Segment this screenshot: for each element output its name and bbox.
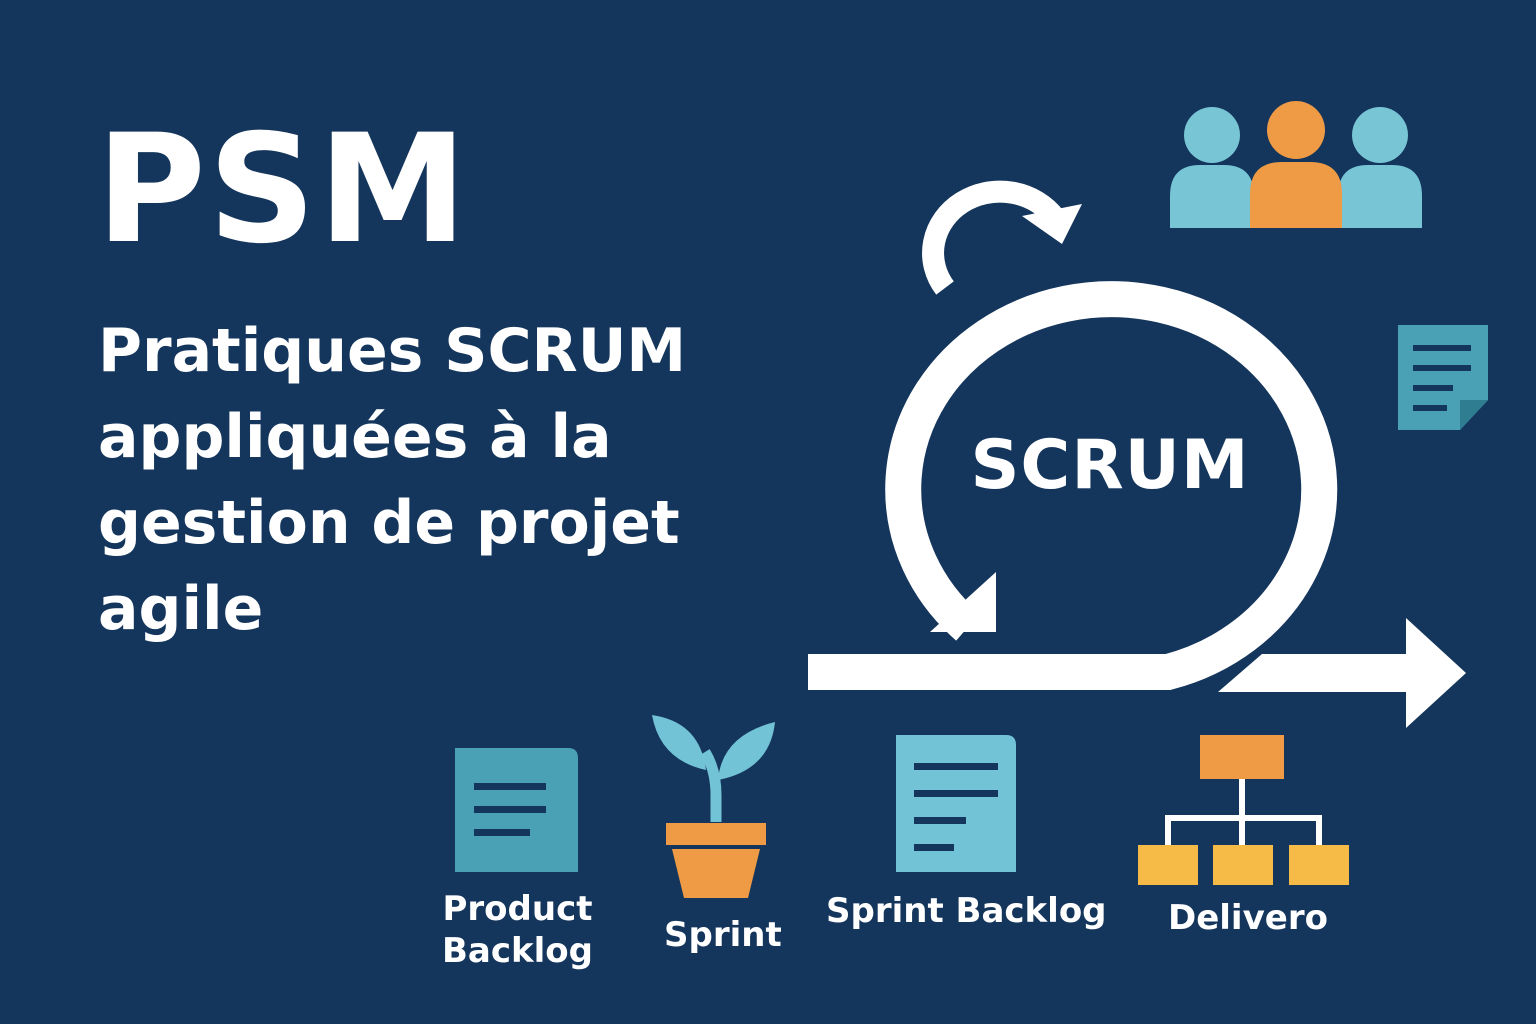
plant-pot-icon [652,715,775,898]
label-line: Backlog [442,931,593,971]
label-line: Delivero [1168,898,1328,938]
sprint-cycle-arrow [808,281,1338,690]
arrow-right-icon [1218,618,1466,728]
org-chart-icon [1138,735,1349,885]
label-line: Sprint Backlog [826,891,1107,931]
subtitle-line: Pratiques SCRUM [98,316,687,386]
sprint-label: Sprint [664,914,782,956]
subtitle-line: appliquées à la [98,402,612,472]
label-line: Product [442,889,593,929]
subtitle-line: agile [98,574,264,644]
scrum-cycle-label: SCRUM [970,426,1250,505]
product-backlog-document-icon [455,748,578,872]
delivero-label: Delivero [1168,897,1328,939]
subtitle-line: gestion de projet [98,488,680,558]
subtitle: Pratiques SCRUM appliquées à la gestion … [98,308,818,652]
product-backlog-label: Product Backlog [442,888,593,972]
label-line: Sprint [664,915,782,955]
daily-loop-arrow [922,180,1082,295]
sprint-backlog-label: Sprint Backlog [826,890,1107,932]
document-icon [1398,325,1488,430]
sprint-backlog-document-icon [896,735,1016,872]
page-title: PSM [96,103,470,277]
team-icon [1170,101,1422,228]
